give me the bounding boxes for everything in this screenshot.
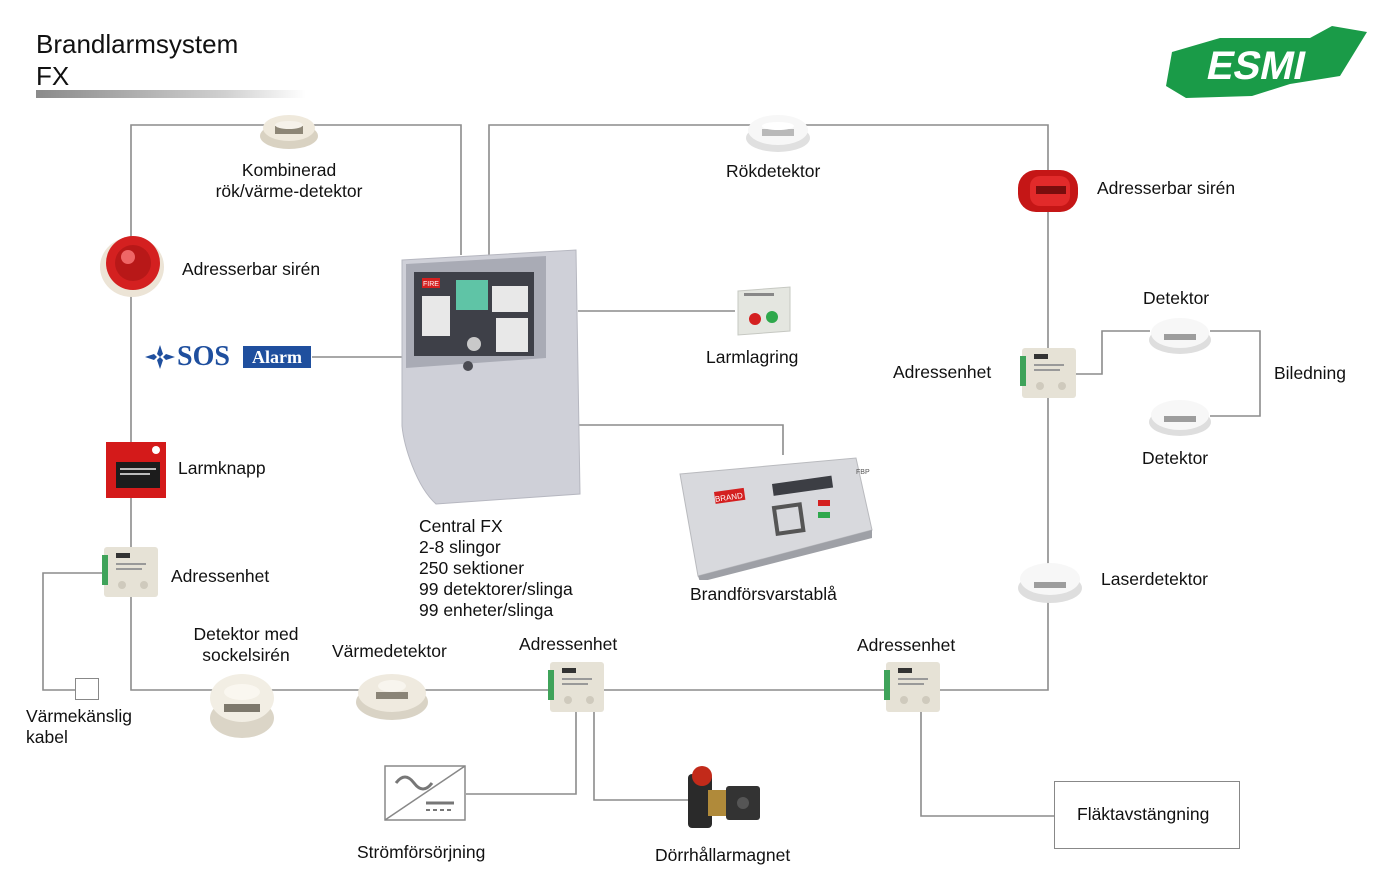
varmekanslig-kabel-box (75, 678, 99, 700)
address-unit-midright-icon (884, 662, 940, 712)
central-title: Central FX (419, 516, 503, 536)
label-laserdetektor: Laserdetektor (1101, 569, 1209, 589)
label-adressenhet-left: Adressenhet (171, 566, 270, 586)
address-unit-mid-icon (548, 662, 604, 712)
esmi-logo: ESMI (1166, 26, 1367, 98)
smoke-detector-icon (746, 115, 810, 152)
address-unit-left-icon (102, 547, 158, 597)
central-sections: 250 sektioner (419, 558, 525, 578)
diagram-title: Brandlarmsystem FX (36, 28, 238, 92)
flaktavstangning-box: Fläktavstängning (1054, 781, 1240, 849)
label-adressenhet-right: Adressenhet (893, 362, 992, 382)
label-stromforsorjning: Strömförsörjning (357, 842, 486, 862)
central-loops: 2-8 slingor (419, 537, 501, 557)
larmknapp-icon (106, 442, 166, 498)
central-fx-info: Central FX 2-8 slingor 250 sektioner 99 … (419, 516, 573, 621)
central-panel-icon: FIRE (401, 249, 581, 505)
laserdetektor-icon (1018, 563, 1082, 603)
label-larmlagring: Larmlagring (706, 347, 799, 367)
alarm-text: Alarm (243, 346, 311, 368)
logo-text: ESMI (1203, 42, 1310, 87)
sos-alarm-logo: SOS Alarm (145, 341, 315, 372)
label-flaktavstangning: Fläktavstängning (1077, 804, 1210, 824)
sos-text: SOS (177, 341, 230, 372)
dorrhallarmagnet-icon (688, 766, 760, 828)
label-dorrhallarmagnet: Dörrhållarmagnet (655, 845, 791, 865)
sos-star-icon (145, 345, 175, 369)
address-unit-right-icon (1020, 348, 1076, 398)
detector-bottom-icon (1149, 400, 1211, 436)
varmedetektor-icon (356, 674, 428, 720)
label-siren-right: Adresserbar sirén (1097, 178, 1236, 198)
tabla-brand-text: BRAND (714, 491, 743, 504)
label-detektor-top: Detektor (1143, 288, 1210, 308)
detector-top-icon (1149, 318, 1211, 354)
sockel-detector-icon (210, 674, 274, 738)
central-detectors: 99 detektorer/slinga (419, 579, 573, 599)
label-siren-left: Adresserbar sirén (182, 259, 321, 279)
panel-fire-text: FIRE (423, 281, 439, 288)
combined-detector-icon (260, 115, 318, 149)
brandforsvarstabla-icon: BRAND FBP (679, 457, 873, 580)
larmlagring-icon (737, 286, 791, 336)
label-rokdetektor: Rökdetektor (726, 161, 821, 181)
title-line-1: Brandlarmsystem (36, 29, 239, 59)
title-underline (36, 90, 306, 98)
label-adressenhet-midright: Adressenhet (857, 635, 956, 655)
tabla-fbp-text: FBP (856, 469, 870, 476)
label-varmedetektor: Värmedetektor (332, 641, 447, 661)
label-biledning: Biledning (1274, 363, 1346, 383)
central-units: 99 enheter/slinga (419, 600, 554, 620)
siren-right-icon (1018, 170, 1078, 212)
title-line-2: FX (36, 61, 70, 91)
power-supply-icon (384, 765, 466, 821)
label-adressenhet-mid: Adressenhet (519, 634, 618, 654)
label-brandforsvarstabla: Brandförsvarstablå (690, 584, 837, 604)
siren-left-icon (100, 236, 164, 297)
label-detektor-bottom: Detektor (1142, 448, 1209, 468)
label-larmknapp: Larmknapp (178, 458, 266, 478)
